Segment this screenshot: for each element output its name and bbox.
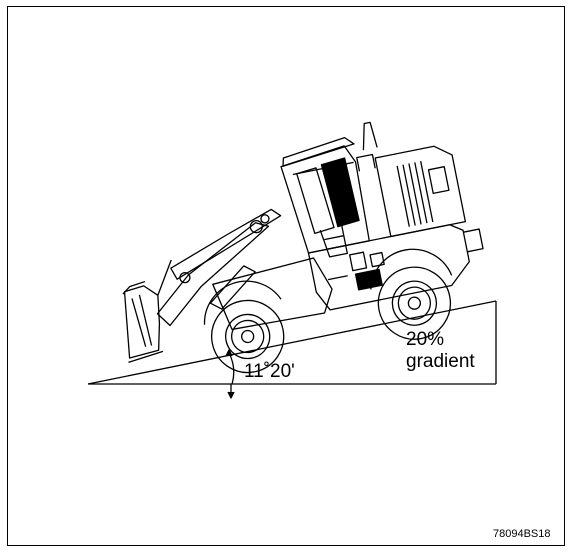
rear-chassis xyxy=(307,121,484,311)
boom-arms xyxy=(156,208,282,327)
cab xyxy=(280,136,370,258)
gradient-text-label: gradient xyxy=(406,351,475,372)
front-frame xyxy=(212,257,333,331)
slope-triangle xyxy=(87,300,497,385)
rear-fender xyxy=(370,248,453,290)
front-wheel xyxy=(211,299,285,374)
bucket xyxy=(122,280,164,363)
angle-label: 11˚20' xyxy=(244,361,295,382)
figure-code: 78094BS18 xyxy=(493,528,551,540)
wheel-loader-icon xyxy=(122,121,484,374)
rear-wheel xyxy=(377,266,452,340)
angle-arc xyxy=(225,349,235,399)
detail-parts xyxy=(327,251,385,291)
figure-frame xyxy=(7,6,565,546)
exhaust-pipe xyxy=(362,121,378,151)
front-fender xyxy=(203,280,282,325)
gradient-percent-label: 20% xyxy=(406,329,445,350)
